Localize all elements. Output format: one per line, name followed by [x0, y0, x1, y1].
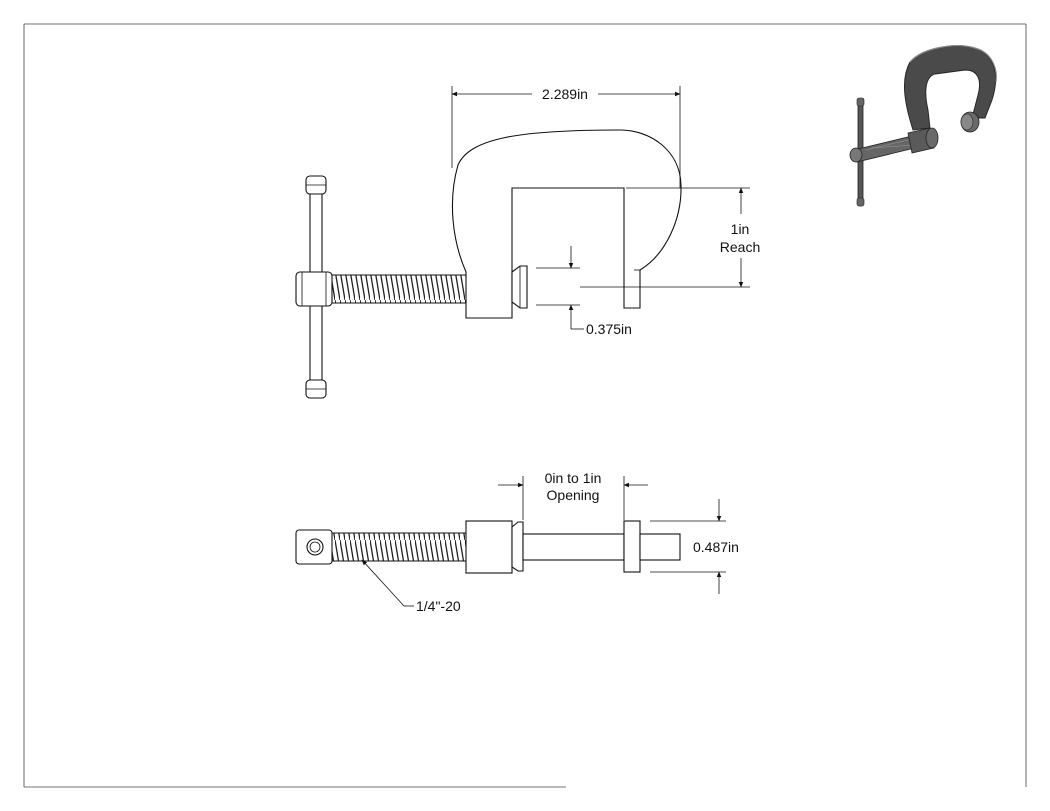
diameter-dimension: 0.487in [650, 499, 739, 594]
thread-callout-label: 1/4"-20 [416, 598, 461, 614]
screw-eye [295, 529, 333, 565]
swivel-pad [511, 265, 528, 309]
screw-collar [465, 520, 513, 574]
width-dimension-label: 2.289in [542, 86, 588, 102]
screw-swivel [511, 521, 524, 572]
pad-dimension: 0.375in [536, 246, 632, 337]
reach-label: Reach [720, 239, 760, 255]
screw-thread [331, 532, 467, 562]
opening-dimension: 0in to 1in Opening [498, 470, 648, 520]
screw-ring [623, 520, 641, 573]
drawing-frame [23, 23, 1027, 788]
screw-assembly-view: 0in to 1in Opening 0.487in 1/4"-20 [295, 470, 739, 614]
c-frame [451, 129, 682, 319]
reach-dimension: 1in Reach [580, 187, 760, 288]
diameter-dimension-label: 0.487in [693, 539, 739, 555]
isometric-clamp-view [849, 45, 997, 207]
threaded-screw [331, 274, 467, 304]
screw-shaft [522, 533, 625, 561]
clamp-front-view: 2.289in 1in Reach 0.375in [295, 86, 760, 399]
t-handle [295, 175, 333, 399]
opening-value-label: 0in to 1in [545, 470, 602, 486]
screw-tip [639, 533, 681, 561]
opening-label: Opening [547, 487, 600, 503]
thread-callout: 1/4"-20 [361, 559, 461, 614]
pad-dimension-label: 0.375in [586, 321, 632, 337]
width-dimension: 2.289in [451, 86, 681, 188]
reach-value-label: 1in [731, 221, 750, 237]
